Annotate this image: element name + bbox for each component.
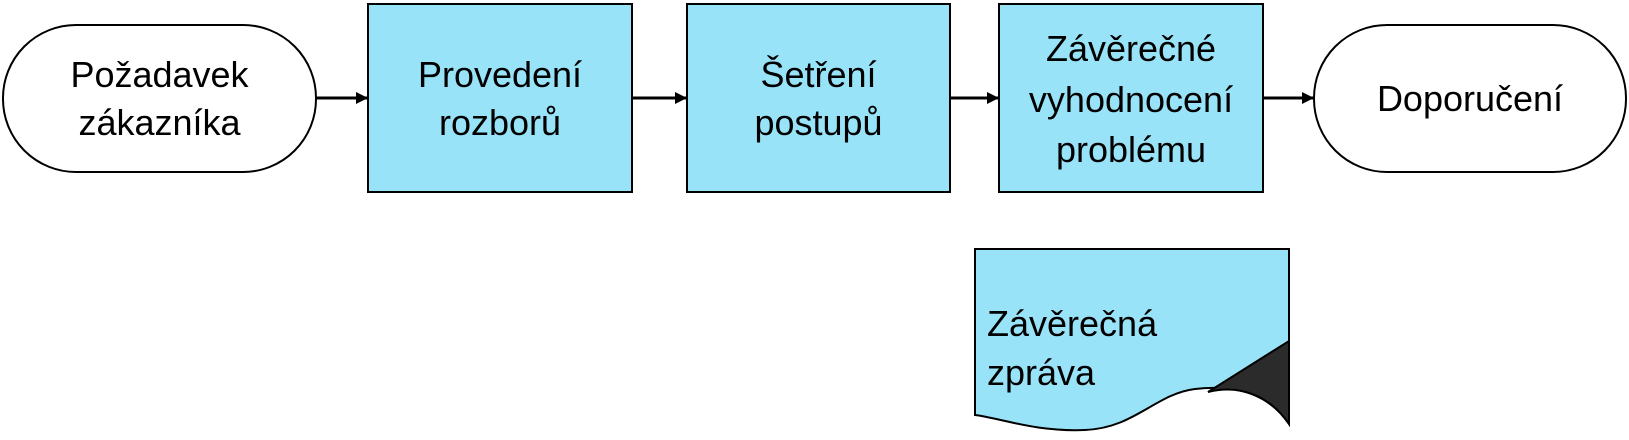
node-zaverecne-vyhodnoceni: Závěrečné vyhodnocení problému xyxy=(998,3,1264,193)
node-label-line: rozborů xyxy=(439,102,561,143)
node-setreni-postupu: Šetření postupů xyxy=(686,3,951,193)
node-label-line: zákazníka xyxy=(78,102,241,143)
node-label-line: Požadavek xyxy=(70,54,249,95)
node-label-line: problému xyxy=(1056,129,1206,170)
node-label-line: zpráva xyxy=(987,352,1096,393)
terminal-shape xyxy=(1313,24,1627,173)
node-label-line: vyhodnocení xyxy=(1029,79,1233,120)
node-label-line: Doporučení xyxy=(1377,78,1563,119)
node-label-line: postupů xyxy=(754,102,882,143)
document-fold-corner xyxy=(1207,339,1290,428)
node-pozadavek-zakaznika: Požadavek zákazníka xyxy=(2,24,317,173)
node-label-line: Provedení xyxy=(418,54,582,95)
process-shape xyxy=(998,3,1264,193)
node-provedeni-rozboru: Provedení rozborů xyxy=(367,3,633,193)
node-label-line: Šetření xyxy=(760,54,876,95)
node-zaverecna-zprava: Závěrečná zpráva xyxy=(974,248,1290,432)
process-shape xyxy=(686,3,951,193)
node-label-line: Závěrečné xyxy=(1046,28,1216,69)
process-shape xyxy=(367,3,633,193)
node-doporuceni: Doporučení xyxy=(1313,24,1627,173)
node-label-line: Závěrečná xyxy=(987,303,1158,344)
terminal-shape xyxy=(2,24,317,173)
